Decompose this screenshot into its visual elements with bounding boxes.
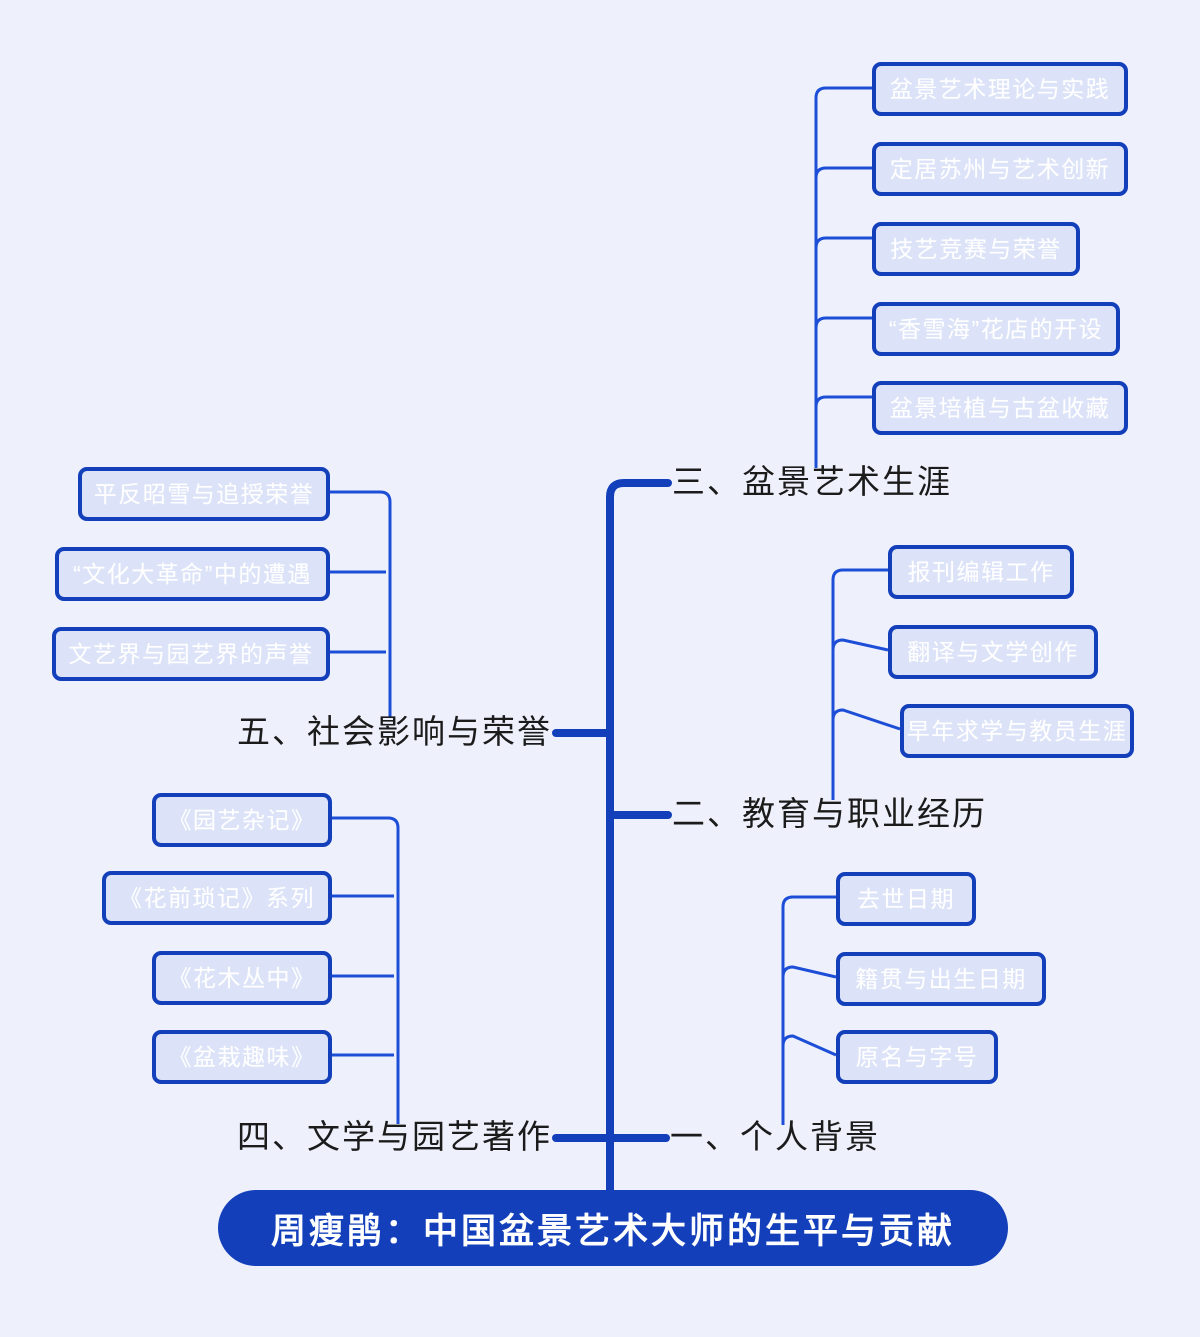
root-node[interactable]: 周瘦鹃：中国盆景艺术大师的生平与贡献 [218,1190,1008,1266]
leaf-node-branch3-5[interactable]: 盆景培植与古盆收藏 [872,381,1128,435]
leaf-node-branch2-2[interactable]: 翻译与文学创作 [888,625,1098,679]
leaf-node-branch3-1[interactable]: 盆景艺术理论与实践 [872,62,1128,116]
leaf-node-branch3-2[interactable]: 定居苏州与艺术创新 [872,142,1128,196]
leaf-node-branch1-3[interactable]: 原名与字号 [836,1030,998,1084]
branch-label-1[interactable]: 一、个人背景 [670,1120,880,1156]
leaf-node-branch3-4[interactable]: “香雪海”花店的开设 [872,302,1120,356]
leaf-node-branch1-1[interactable]: 去世日期 [836,872,976,926]
branch-label-2[interactable]: 二、教育与职业经历 [672,797,987,833]
leaf-node-branch1-2[interactable]: 籍贯与出生日期 [836,952,1046,1006]
branch-label-4[interactable]: 四、文学与园艺著作 [237,1120,552,1156]
leaf-node-branch2-3[interactable]: 早年求学与教员生涯 [900,704,1134,758]
leaf-node-branch3-3[interactable]: 技艺竞赛与荣誉 [872,222,1080,276]
leaf-node-branch4-2[interactable]: 《花前琐记》系列 [102,871,332,925]
leaf-node-branch5-2[interactable]: “文化大革命”中的遭遇 [55,547,330,601]
leaf-node-branch4-3[interactable]: 《花木丛中》 [152,951,332,1005]
branch-label-5[interactable]: 五、社会影响与荣誉 [237,715,552,751]
branch-label-3[interactable]: 三、盆景艺术生涯 [672,465,952,501]
leaf-node-branch4-1[interactable]: 《园艺杂记》 [152,793,332,847]
leaf-node-branch5-3[interactable]: 文艺界与园艺界的声誉 [52,627,330,681]
leaf-node-branch5-1[interactable]: 平反昭雪与追授荣誉 [78,467,330,521]
leaf-node-branch2-1[interactable]: 报刊编辑工作 [888,545,1074,599]
leaf-node-branch4-4[interactable]: 《盆栽趣味》 [152,1030,332,1084]
